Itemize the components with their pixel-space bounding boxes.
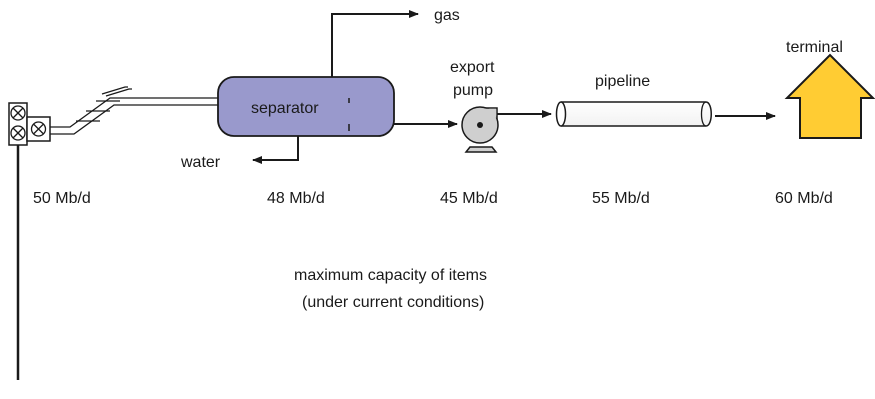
export-pump-label-line2: pump — [453, 82, 493, 99]
caption-line2: (under current conditions) — [302, 294, 484, 311]
water-label: water — [180, 154, 221, 171]
capacity-separator: 48 Mb/d — [267, 190, 325, 207]
separator-label: separator — [251, 100, 319, 117]
pipeline-label: pipeline — [595, 73, 650, 90]
separator-vessel: separator — [217, 76, 395, 137]
caption-line1: maximum capacity of items — [294, 267, 487, 284]
capacity-wellhead: 50 Mb/d — [33, 190, 91, 207]
wellhead — [8, 102, 51, 380]
water-outlet-arrow — [252, 136, 299, 164]
capacity-export-pump: 45 Mb/d — [440, 190, 498, 207]
export-pump-label-line1: export — [450, 59, 495, 76]
wellhead-valve-upper-icon — [10, 105, 26, 121]
capacity-terminal: 60 Mb/d — [775, 190, 833, 207]
terminal-label: terminal — [786, 39, 843, 56]
terminal-house-icon — [784, 53, 875, 139]
capacity-pipeline: 55 Mb/d — [592, 190, 650, 207]
gas-outlet-arrow — [331, 10, 419, 77]
gas-label: gas — [434, 7, 460, 24]
wing-valve-icon — [30, 121, 47, 137]
pipeline-icon — [555, 101, 712, 127]
wellhead-valve-lower-icon — [10, 125, 26, 141]
flowline — [50, 86, 218, 135]
export-pump-icon — [461, 106, 499, 153]
